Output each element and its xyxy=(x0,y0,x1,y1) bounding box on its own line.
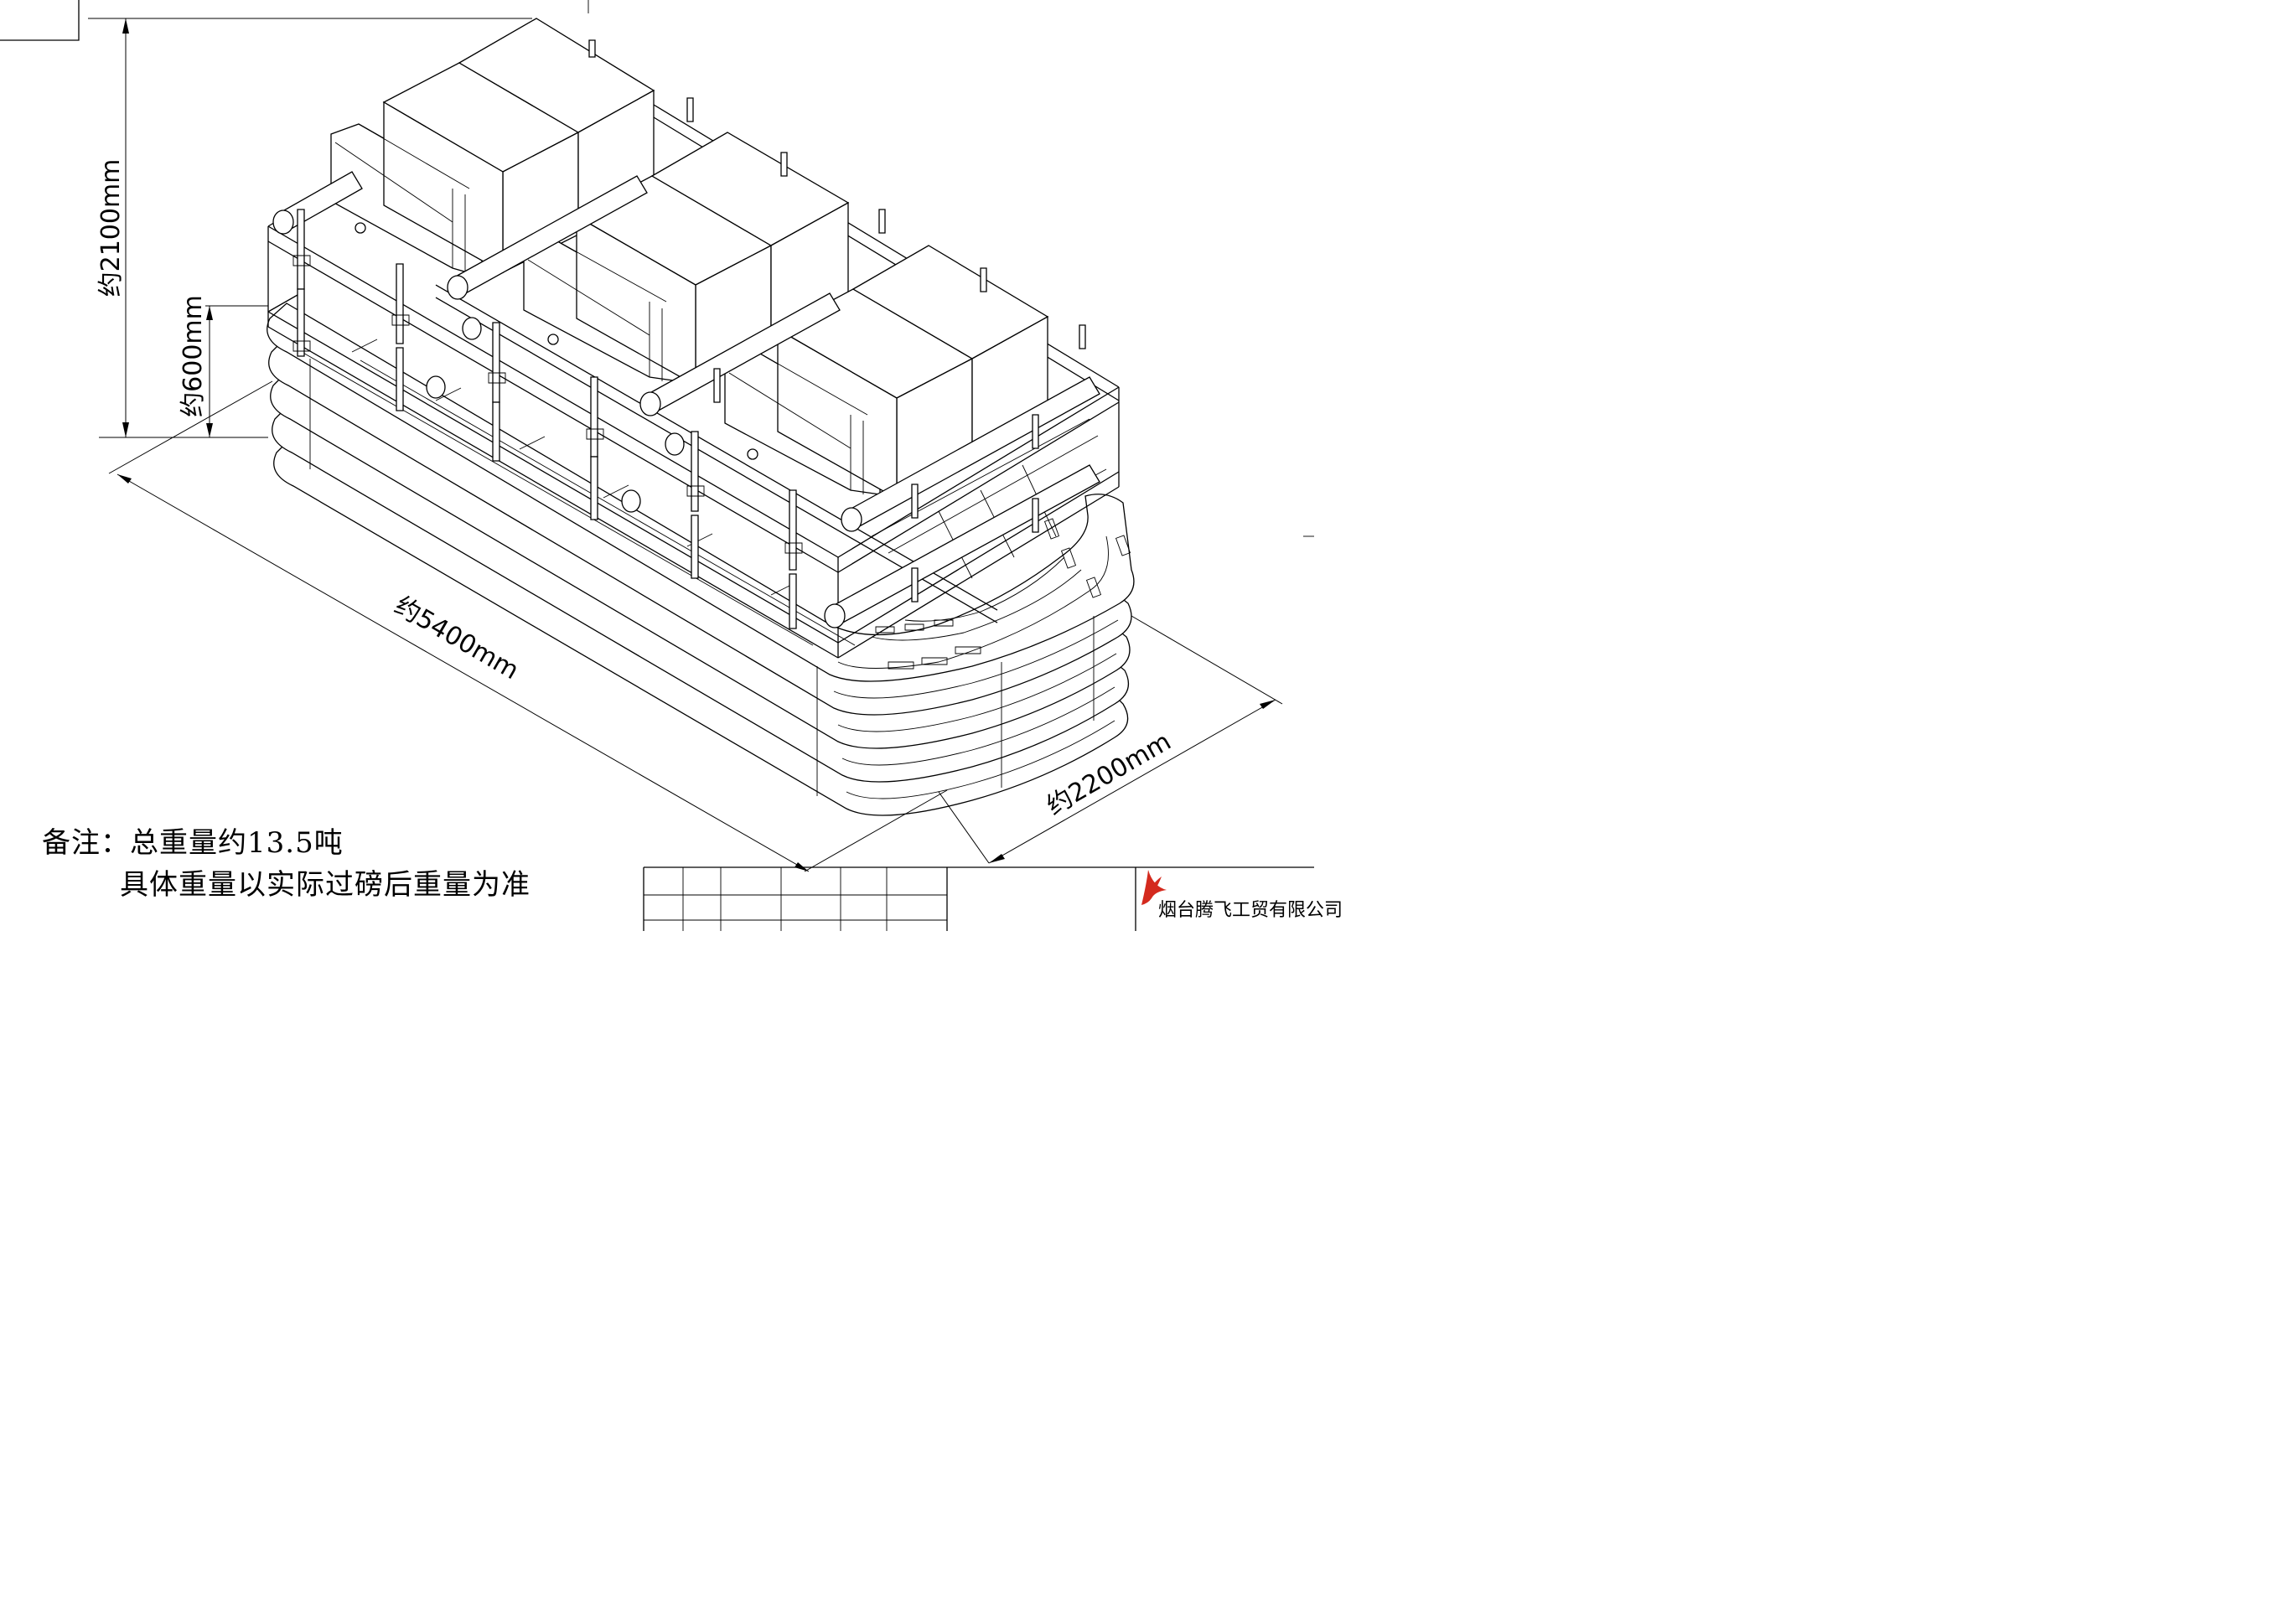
cargo-box-group-1 xyxy=(331,18,654,277)
isometric-drawing: 约2100mm 约600mm 约5400mm 约2200mm xyxy=(0,0,1314,931)
end-floor-plate xyxy=(838,519,1130,669)
vertical-posts xyxy=(298,40,1085,628)
dimension-height-total: 约2100mm xyxy=(88,18,532,437)
dimension-height-frame: 约600mm xyxy=(179,295,268,437)
height-total-label: 约2100mm xyxy=(96,159,126,297)
company-name: 烟台腾飞工贸有限公司 xyxy=(1158,900,1343,921)
fittings xyxy=(293,223,802,553)
company-logo xyxy=(1141,870,1167,905)
title-block xyxy=(644,867,1314,931)
sheet-border-fragment xyxy=(0,0,1314,536)
ring-stack xyxy=(267,303,1134,815)
note-line-2: 具体重量以实际过磅后重量为准 xyxy=(120,868,531,902)
height-frame-label: 约600mm xyxy=(179,295,208,417)
note-line-1: 备注：总重量约13.5吨 xyxy=(42,826,344,860)
